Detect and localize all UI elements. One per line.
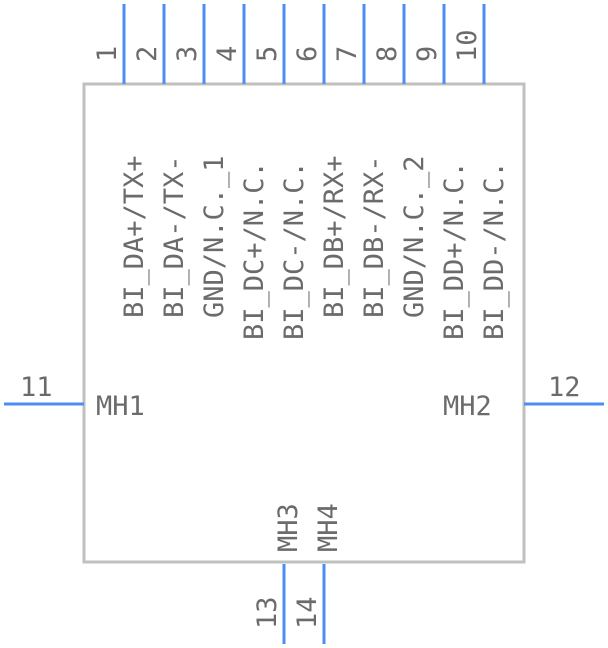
pin-number: 3 (172, 46, 203, 62)
pin-number: 13 (252, 596, 283, 629)
pin-number: 10 (452, 29, 483, 62)
pin-number: 1 (92, 46, 123, 62)
top-pin: 9 BI_DD+/N.C. (412, 4, 470, 340)
bottom-pin: 14 MH4 (292, 503, 344, 644)
pin-name: MH2 (443, 391, 492, 422)
pin-name: BI_DB-/RX- (359, 155, 390, 318)
pin-name: MH3 (273, 503, 304, 552)
top-pin: 3 GND/N.C._1 (172, 4, 230, 318)
component-body (82, 82, 526, 564)
pin-name: MH1 (96, 391, 145, 422)
pin-number: 7 (332, 46, 363, 62)
pin-number: 11 (20, 372, 53, 403)
pin-name: BI_DA+/TX+ (119, 155, 150, 318)
pin-number: 5 (252, 46, 283, 62)
right-pin: 12 MH2 (443, 372, 604, 422)
top-pin: 4 BI_DC+/N.C. (212, 4, 270, 340)
bottom-pin: 13 MH3 (252, 503, 304, 644)
top-pin: 7 BI_DB-/RX- (332, 4, 390, 318)
pin-number: 9 (412, 46, 443, 62)
pin-number: 6 (292, 46, 323, 62)
pin-number: 8 (372, 46, 403, 62)
pin-name: MH4 (313, 503, 344, 552)
top-pin: 1 BI_DA+/TX+ (92, 4, 150, 318)
top-pin: 10 BI_DD-/N.C. (452, 4, 510, 340)
pin-name: BI_DC-/N.C. (279, 161, 310, 340)
pin-name: BI_DA-/TX- (159, 155, 190, 318)
left-pin: 11 MH1 (4, 372, 145, 422)
pin-number: 12 (548, 372, 581, 403)
pin-name: GND/N.C._2 (399, 155, 430, 318)
top-pin: 6 BI_DB+/RX+ (292, 4, 350, 318)
top-pin: 5 BI_DC-/N.C. (252, 4, 310, 340)
pin-number: 2 (132, 46, 163, 62)
pin-name: BI_DB+/RX+ (319, 155, 350, 318)
top-pin: 8 GND/N.C._2 (372, 4, 430, 318)
pin-name: BI_DD+/N.C. (439, 161, 470, 340)
pin-number: 14 (292, 596, 323, 629)
top-pin: 2 BI_DA-/TX- (132, 4, 190, 318)
pin-name: BI_DD-/N.C. (479, 161, 510, 340)
pin-number: 4 (212, 46, 243, 62)
pin-name: BI_DC+/N.C. (239, 161, 270, 340)
pin-name: GND/N.C._1 (199, 155, 230, 318)
